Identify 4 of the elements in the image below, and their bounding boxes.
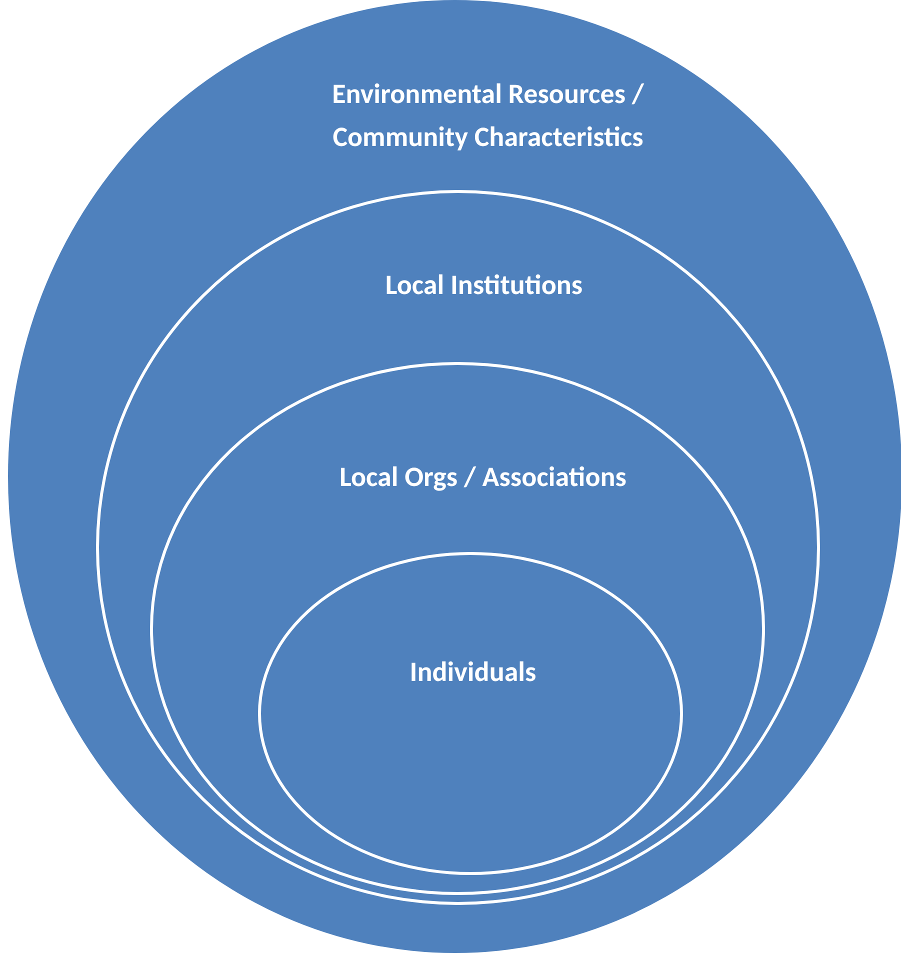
ellipse-label: Local Institutions: [384, 266, 584, 304]
ellipse-label: Local Orgs / Associations: [338, 458, 628, 496]
ellipse-label: Environmental Resources / Community Characteristics: [331, 75, 645, 156]
ellipse-label: Individuals: [408, 653, 538, 691]
